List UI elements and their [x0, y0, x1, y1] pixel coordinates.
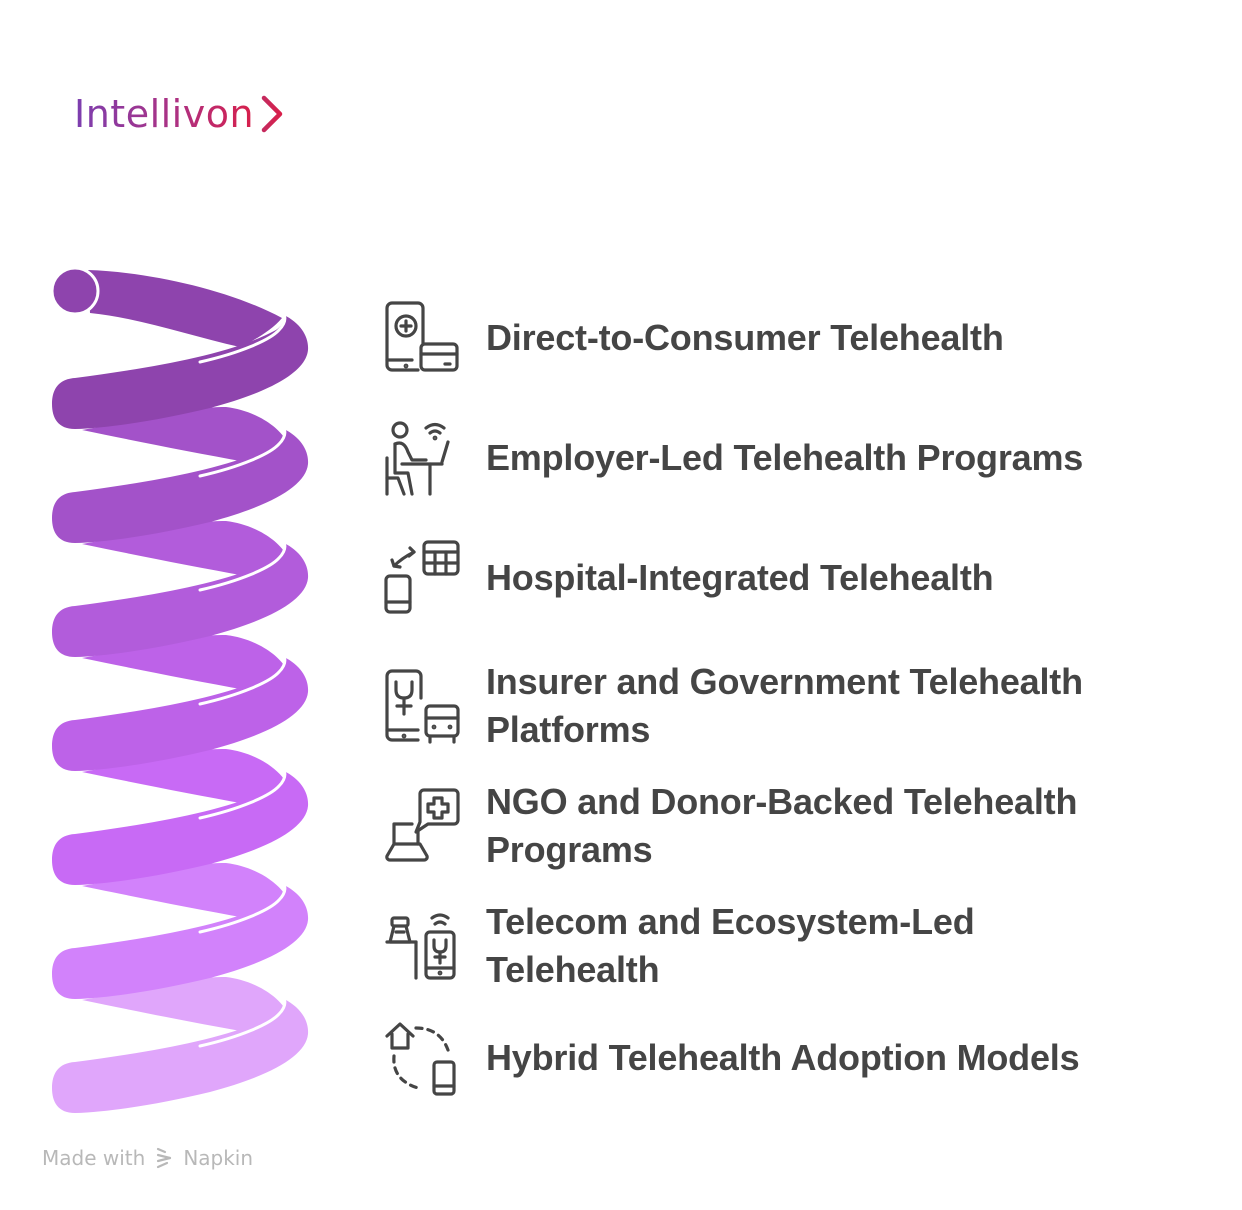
list-item-hybrid-adoption: Hybrid Telehealth Adoption Models — [382, 1018, 1146, 1098]
item-label: Hospital-Integrated Telehealth — [486, 557, 994, 598]
item-label: Insurer and Government Telehealth Platfo… — [486, 661, 1083, 750]
made-with-text: Made with — [42, 1146, 146, 1170]
list-item-direct-to-consumer: Direct-to-Consumer Telehealth — [382, 298, 1146, 378]
person-desk-wifi-icon — [382, 418, 462, 498]
phone-medical-card-icon — [382, 298, 462, 378]
brand-name: Intellivon — [74, 92, 255, 136]
brand-logo: Intellivon — [74, 94, 284, 134]
item-label: Employer-Led Telehealth Programs — [486, 437, 1084, 478]
home-phone-cycle-icon — [382, 1018, 462, 1098]
kiosk-phone-currency-icon — [382, 906, 462, 986]
list-item-telecom-ecosystem: Telecom and Ecosystem-Led Telehealth — [382, 898, 1146, 994]
list-item-insurer-government: Insurer and Government Telehealth Platfo… — [382, 658, 1146, 754]
phone-sync-hospital-icon — [382, 538, 462, 618]
list-item-employer-led: Employer-Led Telehealth Programs — [382, 418, 1146, 498]
made-with-napkin: Made with Napkin — [42, 1146, 253, 1170]
item-label: NGO and Donor-Backed Telehealth Programs — [486, 781, 1078, 870]
list-item-hospital-integrated: Hospital-Integrated Telehealth — [382, 538, 1146, 618]
item-label: Hybrid Telehealth Adoption Models — [486, 1037, 1080, 1078]
phone-currency-bus-icon — [382, 666, 462, 746]
list-item-ngo-donor: NGO and Donor-Backed Telehealth Programs — [382, 778, 1146, 874]
napkin-logo-icon — [157, 1147, 172, 1169]
item-label: Direct-to-Consumer Telehealth — [486, 317, 1004, 358]
laptop-medical-chat-icon — [382, 786, 462, 866]
spring-coil-graphic — [50, 266, 309, 1113]
napkin-brand-text: Napkin — [183, 1146, 254, 1170]
item-label: Telecom and Ecosystem-Led Telehealth — [486, 901, 975, 990]
chevron-right-icon — [261, 95, 283, 133]
